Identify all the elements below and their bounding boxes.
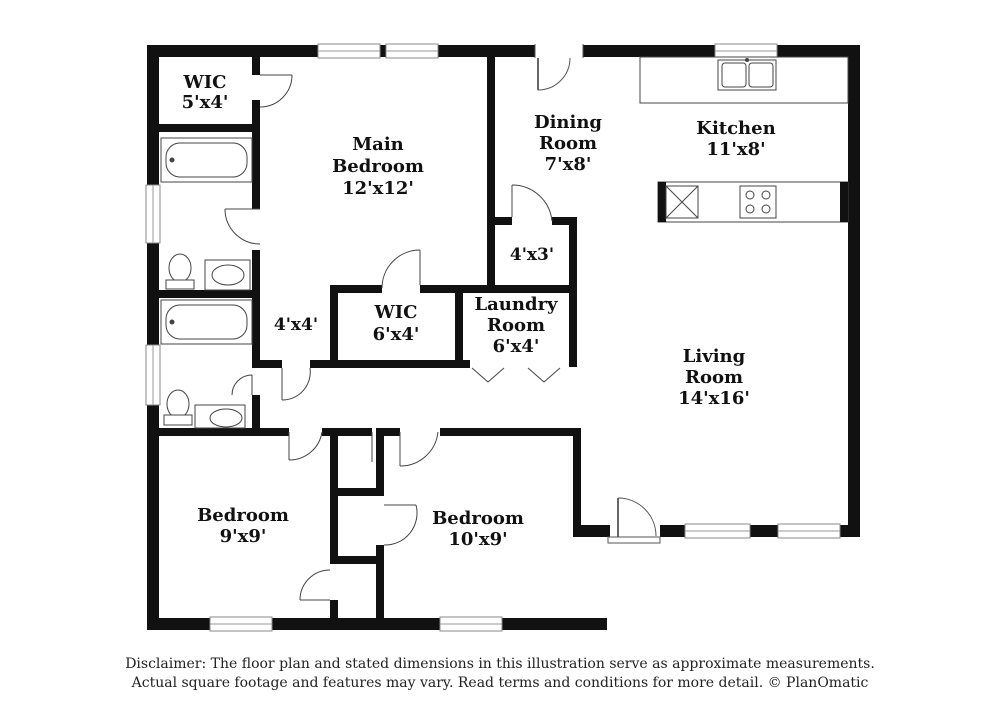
disclaimer-line-2: Actual square footage and features may v… — [131, 675, 869, 691]
interior-doors — [224, 74, 561, 601]
floor-plan: WIC 5'x4' Main Bedroom 12'x12' Dining Ro… — [145, 43, 860, 632]
wic-hall-size: 6'x4' — [373, 324, 420, 345]
window-lines — [152, 50, 840, 625]
kitchen-name: Kitchen — [696, 118, 775, 139]
closet-small-size: 4'x3' — [510, 245, 554, 265]
disclaimer: Disclaimer: The floor plan and stated di… — [0, 655, 1000, 693]
room-labels: WIC 5'x4' Main Bedroom 12'x12' Dining Ro… — [182, 72, 776, 550]
hall-size: 4'x4' — [274, 315, 318, 335]
windows — [145, 43, 841, 632]
main-bedroom-name-1: Main — [352, 134, 404, 155]
bedroom-left-size: 9'x9' — [220, 526, 267, 547]
main-bedroom-size: 12'x12' — [342, 178, 414, 199]
bedroom-left-name: Bedroom — [197, 505, 289, 526]
living-room-name-1: Living — [683, 346, 746, 367]
entry-door-bottom — [607, 497, 661, 544]
bedroom-right-size: 10'x9' — [448, 529, 507, 550]
living-room-name-2: Room — [685, 367, 743, 388]
wic-hall-name: WIC — [374, 302, 418, 323]
bedroom-right-name: Bedroom — [432, 508, 524, 529]
wic-main-name: WIC — [183, 72, 227, 93]
interior-walls — [159, 57, 581, 618]
dining-room-name-2: Room — [539, 133, 597, 154]
dining-room-name-1: Dining — [534, 112, 602, 133]
kitchen-fixtures — [639, 56, 849, 223]
disclaimer-line-1: Disclaimer: The floor plan and stated di… — [125, 656, 875, 672]
laundry-room-name-2: Room — [487, 315, 545, 336]
laundry-room-size: 6'x4' — [493, 336, 540, 357]
living-room-size: 14'x16' — [678, 388, 750, 409]
main-bedroom-name-2: Bedroom — [332, 156, 424, 177]
wic-main-size: 5'x4' — [182, 92, 229, 113]
dining-room-size: 7'x8' — [545, 154, 592, 175]
laundry-room-name-1: Laundry — [474, 294, 558, 315]
bath-fixtures — [160, 137, 253, 429]
kitchen-size: 11'x8' — [706, 139, 765, 160]
entry-door-top — [534, 44, 584, 91]
